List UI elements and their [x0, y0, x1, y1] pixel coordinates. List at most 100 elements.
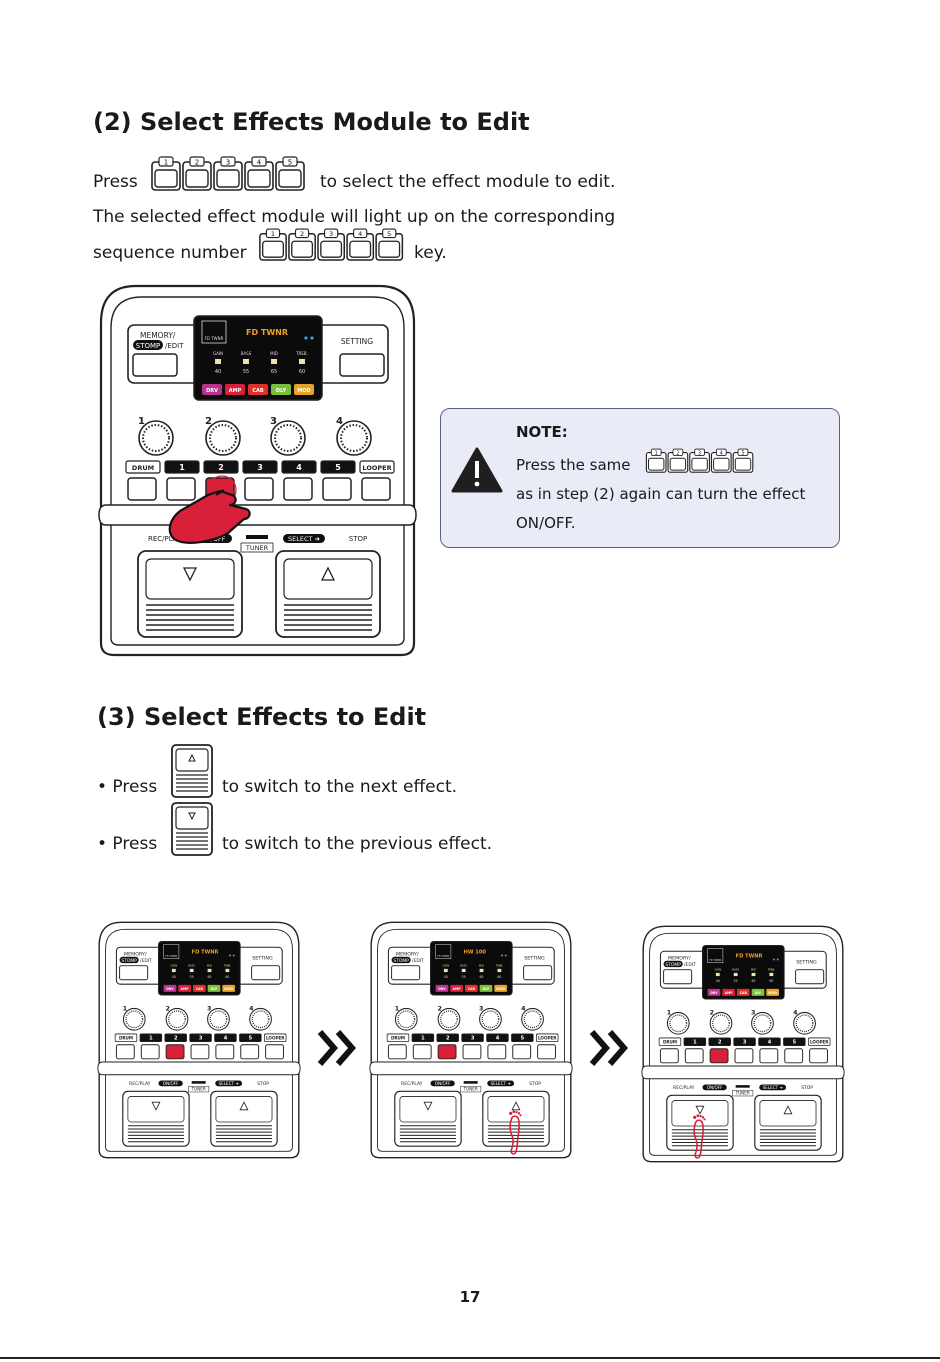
footswitch-label: 4 [296, 463, 302, 472]
footswitch-label: LOOPER [362, 464, 391, 472]
footswitch-label: 5 [793, 1040, 797, 1046]
section-3-heading: (3) Select Effects to Edit [97, 703, 427, 731]
page-bottom-rule [0, 1357, 940, 1359]
key-number: 1 [655, 450, 658, 456]
svg-text:CAB: CAB [740, 991, 748, 995]
svg-text:MOD: MOD [297, 388, 310, 394]
footswitch-button [659, 1048, 679, 1064]
screen-param-label: BASS [732, 967, 739, 971]
module-cab [464, 984, 478, 992]
footswitch-label: 3 [743, 1040, 747, 1046]
module-drv [202, 384, 222, 395]
screen-param-label: MID [270, 351, 278, 356]
svg-text:AMP: AMP [725, 991, 734, 995]
key-number: 4 [720, 450, 723, 456]
footswitch-label: 4 [224, 1036, 228, 1042]
key-number: 2 [676, 450, 679, 456]
footswitch-label: LOOPER [810, 1040, 829, 1045]
screen-param-value: 60 [497, 975, 501, 979]
footswitch-button [487, 1044, 507, 1060]
footswitch-button [244, 477, 274, 501]
footswitch-button [684, 1048, 704, 1064]
setting-label: SETTING [341, 337, 373, 346]
select-label: SELECT ➜ [491, 1081, 512, 1086]
knob-number-1: 1 [667, 1008, 671, 1016]
knob-number-1: 1 [138, 416, 145, 427]
footswitch-button [283, 477, 313, 501]
tuner-label: TUNER [463, 1087, 478, 1092]
memory-label: MEMORY/ [396, 951, 419, 957]
knob-number-3: 3 [751, 1008, 755, 1016]
knob-number-1: 1 [123, 1004, 127, 1012]
stomp-label: STOMP [136, 342, 161, 350]
module-cab [736, 988, 750, 996]
setting-button [795, 969, 825, 985]
pedal-down-arrow-icon [182, 567, 198, 582]
module-cab [192, 984, 206, 992]
svg-text:MOD: MOD [768, 991, 777, 995]
module-dly [271, 384, 291, 395]
screen-param-value: 65 [751, 979, 755, 983]
module-mod [294, 384, 314, 395]
svg-text:DLY: DLY [211, 987, 218, 991]
screen-param-label: TREB. [496, 963, 504, 967]
svg-text:DRV: DRV [710, 991, 718, 995]
setting-button [523, 965, 553, 981]
svg-text:MOD: MOD [224, 987, 233, 991]
footswitch-button [462, 1044, 482, 1060]
footswitch-key-1: 1 [259, 228, 287, 261]
memory-label: MEMORY/ [668, 955, 691, 961]
setting-label: SETTING [524, 955, 545, 961]
svg-text:DLY: DLY [483, 987, 490, 991]
onoff-label: ON/OFF [707, 1085, 723, 1090]
key-number: 5 [288, 159, 292, 167]
svg-text:CAB: CAB [468, 987, 476, 991]
screen-param-value: 65 [271, 369, 277, 375]
svg-text:CAB: CAB [252, 388, 264, 394]
note-line-2: as in step (2) again can turn the effect [516, 485, 806, 503]
module-amp [450, 984, 464, 992]
svg-text:AMP: AMP [453, 987, 462, 991]
key-number: 2 [300, 230, 304, 238]
screen-param-label: BASS [188, 963, 195, 967]
edit-label: /EDIT [412, 958, 424, 964]
svg-text:DRV: DRV [166, 987, 174, 991]
select-label: SELECT ➜ [219, 1081, 240, 1086]
foot-press-icon [693, 1114, 706, 1159]
screen-logo-text: FD TWNR [165, 954, 177, 958]
footswitch-button [115, 1044, 135, 1060]
screen-param-label: GAIN [443, 963, 449, 967]
knob-number-4: 4 [521, 1004, 526, 1012]
footswitch-key-2: 2 [288, 228, 316, 261]
screen-param-label: GAIN [171, 963, 177, 967]
svg-text:CAB: CAB [196, 987, 204, 991]
section-2-line-1-end: to select the effect module to edit. [320, 172, 616, 192]
pedal-down-arrow-icon [151, 1101, 161, 1111]
footswitch-label: DRUM [663, 1040, 677, 1045]
footswitch-button [709, 1048, 729, 1064]
screen-preset-name: FD TWNR [192, 950, 219, 956]
stomp-label: STOMP [121, 958, 137, 964]
screen-preset-name: HW 100 [464, 950, 487, 956]
knob-number-2: 2 [438, 1004, 442, 1012]
footswitch-label: 1 [179, 463, 185, 472]
stop-label: STOP [257, 1081, 269, 1087]
screen-param-value: 60 [769, 979, 773, 983]
footswitch-button [240, 1044, 260, 1060]
knob-number-1: 1 [395, 1004, 399, 1012]
screen-param-value: 40 [215, 369, 221, 375]
stop-label: STOP [801, 1085, 813, 1091]
page-number: 17 [459, 1288, 481, 1306]
section-2-line-2: The selected effect module will light up… [93, 207, 616, 227]
memory-button [663, 969, 693, 985]
module-mod [766, 988, 780, 996]
pedal-up-arrow-icon [239, 1101, 249, 1111]
screen-param-label: TREB. [295, 351, 308, 356]
